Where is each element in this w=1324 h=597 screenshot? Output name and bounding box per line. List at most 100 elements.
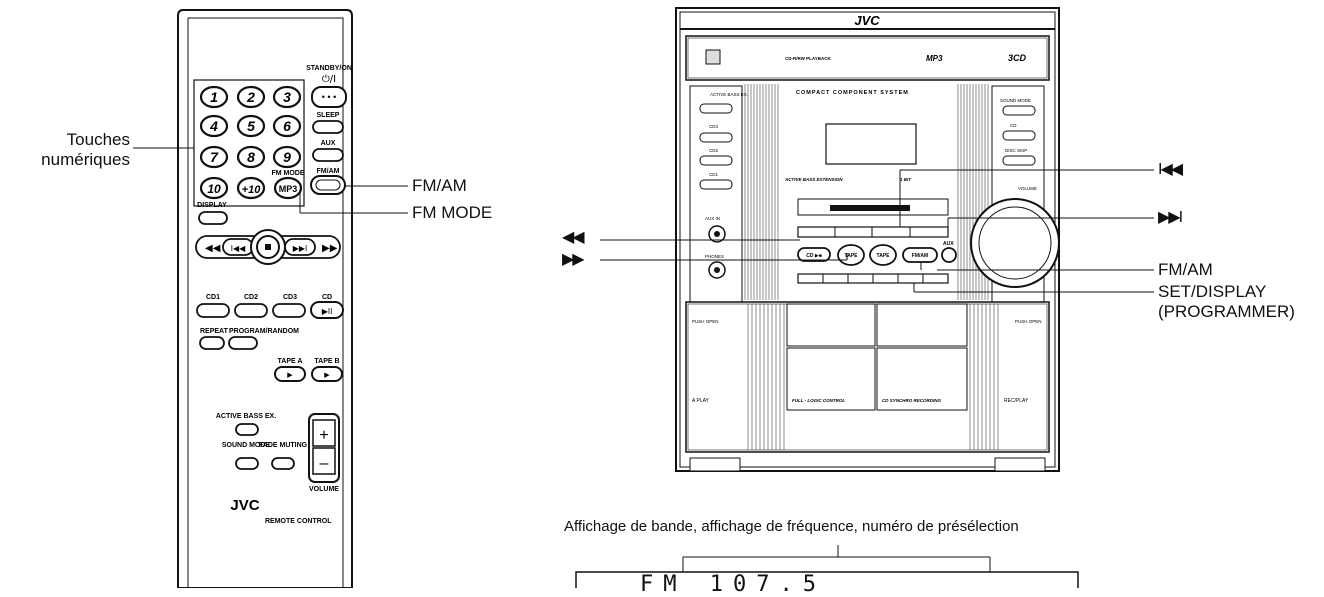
volume-label: VOLUME (309, 486, 339, 493)
cd-play-stop-button[interactable]: CD ▶■ (797, 247, 831, 262)
push-open-left-label: PUSH OPEN (692, 319, 719, 324)
cd2-button[interactable] (234, 303, 268, 318)
aux-unit-button[interactable] (941, 247, 957, 263)
callout-touches-numeriques: Touches numériques (40, 130, 130, 170)
callout-touches-line2: numériques (41, 150, 130, 169)
mp3-logo: MP3 (926, 54, 943, 63)
cd-eject-label: CD (1010, 123, 1017, 128)
aux-unit-label: AUX (943, 241, 954, 247)
sound-mode-button[interactable] (235, 457, 259, 470)
synchro-label: CD SYNCHRO RECORDING (882, 398, 942, 403)
standby-label: STANDBY/ON (306, 65, 352, 72)
volume-dial-label: VOLUME (1018, 186, 1037, 191)
unit-callout-lines (600, 169, 1154, 293)
tape-a-button[interactable]: ▶ (274, 366, 306, 382)
rec-play-label: REC/PLAY (1004, 398, 1029, 404)
volume-rocker[interactable]: + – (308, 413, 340, 483)
digit-key-10[interactable]: 10 (199, 176, 229, 200)
tape-a-label: TAPE A (278, 358, 303, 365)
digit-key-9[interactable]: 9 (272, 145, 302, 169)
callout-programmer: (PROGRAMMER) (1158, 302, 1295, 321)
stop-button[interactable] (250, 229, 286, 265)
cd3-label: CD3 (283, 294, 297, 301)
sound-mode-side-label: SOUND MODE (1000, 98, 1031, 103)
cd3-side-button[interactable] (699, 132, 733, 143)
mp3-button[interactable]: MP3 (273, 176, 303, 200)
digit-key-plus10[interactable]: +10 (236, 176, 266, 200)
fade-muting-button[interactable] (271, 457, 295, 470)
callout-skip-back-icon: I◀◀ (1158, 161, 1183, 178)
svg-text:▶: ▶ (324, 372, 330, 379)
digit-key-1[interactable]: 1 (199, 85, 229, 109)
fm-am-unit-button[interactable]: FM/AM (902, 247, 938, 263)
digit-label: 9 (283, 149, 291, 165)
skip-forward-button[interactable]: ▶▶I (284, 238, 316, 256)
cd3-button[interactable] (272, 303, 306, 318)
cd-eject-button[interactable] (1002, 130, 1036, 141)
callout-fm-am-remote: FM/AM (412, 176, 467, 195)
digit-key-5[interactable]: 5 (236, 114, 266, 138)
display-caption: Affichage de bande, affichage de fréquen… (564, 518, 1019, 535)
digit-label: 3 (283, 89, 291, 105)
display-caption-bracket (682, 545, 991, 572)
digit-label: 8 (247, 149, 255, 165)
full-logic-label: FULL - LOGIC CONTROL (792, 398, 845, 403)
program-random-label: PROGRAM/RANDOM (229, 328, 299, 335)
aux-button[interactable] (312, 148, 344, 162)
active-bass-side-label: ACTIVE BASS EX. (710, 92, 748, 97)
active-bass-button[interactable] (235, 423, 259, 436)
fm-am-button[interactable] (310, 175, 346, 195)
remote-brand-logo: JVC (230, 497, 259, 514)
cd-play-button[interactable]: ▶II (310, 301, 344, 319)
disc-skip-label: DISC SKIP (1005, 148, 1027, 153)
lcd-readout: FM 107.5 (640, 572, 826, 597)
display-button[interactable] (198, 211, 228, 225)
digit-key-7[interactable]: 7 (199, 145, 229, 169)
tape-a-play-button[interactable]: TAPE (837, 244, 865, 266)
fmam-label: FM/AM (317, 168, 340, 175)
active-bass-side-button[interactable] (699, 103, 733, 114)
digit-key-8[interactable]: 8 (236, 145, 266, 169)
unit-brand-logo: JVC (854, 13, 880, 28)
lcd-display (575, 571, 1079, 588)
digit-key-4[interactable]: 4 (199, 114, 229, 138)
svg-text:▶II: ▶II (322, 307, 333, 316)
tuning-button-row[interactable] (797, 226, 949, 238)
tape-b-play-button[interactable]: TAPE (869, 244, 897, 266)
svg-text:TAPE: TAPE (877, 253, 891, 259)
digit-key-6[interactable]: 6 (272, 114, 302, 138)
standby-button[interactable]: • • • (311, 86, 347, 108)
digit-key-2[interactable]: 2 (236, 85, 266, 109)
digit-label: 7 (210, 149, 219, 165)
three-cd-logo: 3CD (1008, 53, 1027, 63)
remote-callout-lines (133, 147, 408, 214)
disc-skip-button[interactable] (1002, 155, 1036, 166)
lower-right-grille (969, 304, 999, 450)
sound-mode-label: SOUND MODE (222, 442, 271, 449)
svg-text:▶: ▶ (287, 372, 293, 379)
fast-forward-icon[interactable]: ▶▶ (322, 243, 338, 254)
skip-back-button[interactable]: I◀◀ (222, 238, 254, 256)
rewind-icon[interactable]: ◀◀ (205, 243, 221, 254)
unit-title: COMPACT COMPONENT SYSTEM (796, 90, 909, 96)
program-random-button[interactable] (228, 336, 258, 350)
transport-controls: ◀◀ I◀◀ ▶▶I ▶▶ (195, 229, 341, 265)
svg-text:MP3: MP3 (279, 184, 298, 194)
callout-rewind-icon: ◀◀ (562, 229, 585, 246)
svg-text:▶▶I: ▶▶I (293, 244, 308, 253)
cd1-button[interactable] (196, 303, 230, 318)
repeat-button[interactable] (199, 336, 225, 350)
sleep-button[interactable] (312, 120, 344, 134)
fm-mode-label: FM MODE (271, 170, 304, 177)
digit-key-3[interactable]: 3 (272, 85, 302, 109)
standby-button[interactable] (830, 205, 910, 211)
push-open-right-label: PUSH OPEN (1015, 319, 1042, 324)
callout-fm-am-unit: FM/AM (1158, 260, 1213, 279)
cd2-side-button[interactable] (699, 155, 733, 166)
disc-icon (705, 49, 721, 65)
tape-b-button[interactable]: ▶ (311, 366, 343, 382)
sound-mode-side-button[interactable] (1002, 105, 1036, 116)
svg-text:• • •: • • • (322, 92, 336, 102)
cd1-side-button[interactable] (699, 179, 733, 190)
